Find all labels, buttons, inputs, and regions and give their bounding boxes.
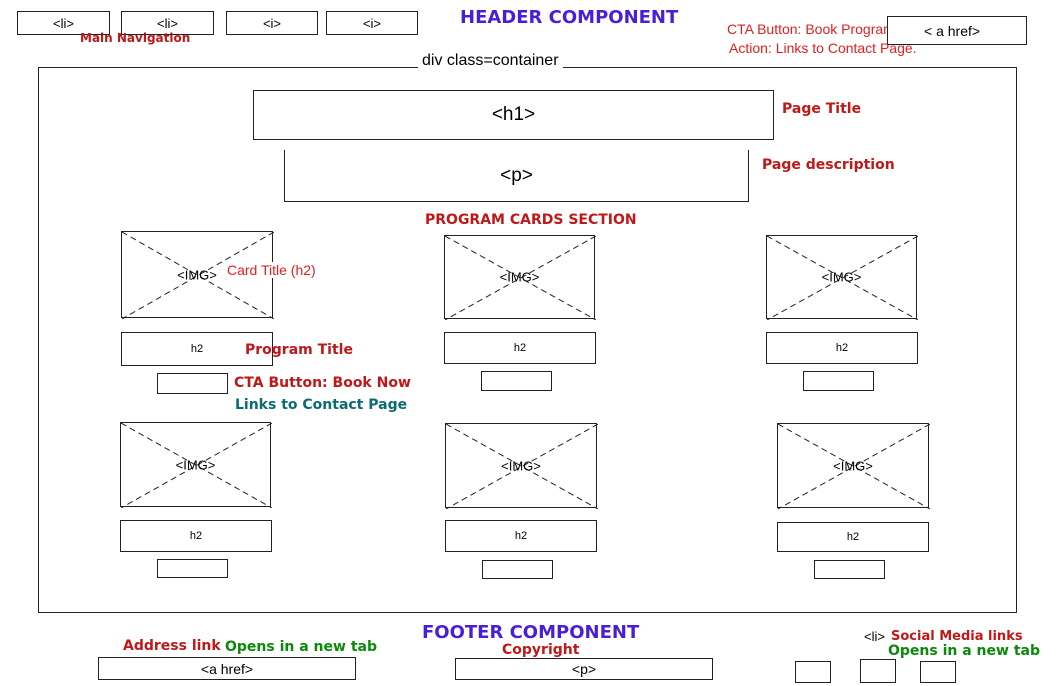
card-3-image: <IMG> [766, 235, 918, 320]
card-4-book-now-button[interactable] [157, 559, 228, 578]
main-navigation-note: Main Navigation [80, 31, 191, 45]
card-1-book-now-button[interactable] [157, 373, 228, 394]
social-link-1[interactable] [795, 661, 831, 683]
card-3-title-h2: h2 [766, 332, 918, 364]
nav-item-4[interactable]: <i> [326, 11, 418, 35]
placeholder-image-icon [767, 236, 918, 320]
social-li-label: <li> [864, 629, 885, 644]
nav-item-1[interactable]: <li> [17, 11, 110, 35]
card-4-image: <IMG> [120, 422, 272, 508]
social-newtab-note: Opens in a new tab [888, 643, 1040, 659]
header-cta-note: CTA Button: Book Program [727, 21, 895, 37]
card-1-title-h2: h2 [121, 332, 273, 366]
nav-item-3[interactable]: <i> [226, 11, 318, 35]
address-link[interactable]: <a href> [98, 657, 356, 680]
footer-component-title: FOOTER COMPONENT [422, 622, 640, 643]
social-link-3[interactable] [920, 661, 956, 683]
placeholder-image-icon [121, 423, 272, 508]
program-title-note: Program Title [245, 342, 353, 358]
page-title-note: Page Title [782, 101, 862, 117]
header-component-title: HEADER COMPONENT [460, 7, 679, 28]
copyright-p: <p> [455, 658, 713, 680]
card-6-book-now-button[interactable] [814, 560, 885, 579]
nav-item-2[interactable]: <li> [121, 11, 214, 35]
cta-book-now-note: CTA Button: Book Now [234, 375, 411, 391]
address-newtab-note: Opens in a new tab [225, 639, 377, 655]
page-description-note: Page description [762, 157, 895, 173]
card-6-image: <IMG> [777, 423, 930, 509]
card-5-book-now-button[interactable] [482, 560, 553, 579]
card-2-image: <IMG> [444, 235, 596, 320]
card-3-book-now-button[interactable] [803, 371, 874, 391]
header-cta-link[interactable]: < a href> [887, 16, 1027, 45]
address-link-note: Address link [123, 638, 221, 654]
social-link-2[interactable] [860, 659, 896, 683]
card-2-title-h2: h2 [444, 332, 596, 364]
placeholder-image-icon [446, 424, 598, 509]
header-cta-action-note: Action: Links to Contact Page. [729, 40, 917, 56]
card-4-title-h2: h2 [120, 520, 272, 552]
social-media-links-note: Social Media links [891, 629, 1023, 644]
container-label: div class=container [418, 52, 563, 70]
card-5-image: <IMG> [445, 423, 598, 509]
page-title-h1: <h1> [253, 90, 774, 140]
cta-contact-note: Links to Contact Page [235, 397, 408, 413]
card-title-note: Card Title (h2) [227, 262, 316, 278]
placeholder-image-icon [778, 424, 930, 509]
card-5-title-h2: h2 [445, 520, 597, 552]
placeholder-image-icon [122, 232, 274, 319]
page-description-p: <p> [284, 150, 749, 202]
copyright-note: Copyright [502, 642, 580, 658]
placeholder-image-icon [445, 236, 596, 320]
program-cards-section-title: PROGRAM CARDS SECTION [425, 212, 637, 228]
card-2-book-now-button[interactable] [481, 371, 552, 391]
card-6-title-h2: h2 [777, 522, 929, 552]
